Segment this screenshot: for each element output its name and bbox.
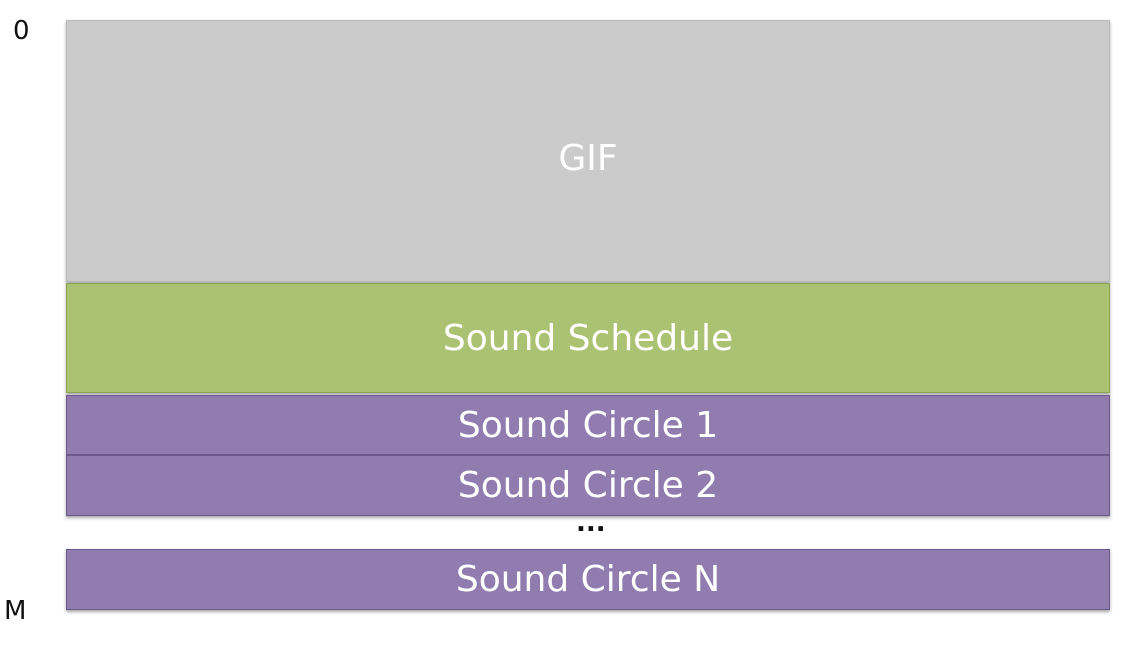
axis-end-label: M: [4, 596, 27, 626]
sound-circle-2-block: Sound Circle 2: [66, 455, 1110, 516]
sound-circle-1-block: Sound Circle 1: [66, 395, 1110, 455]
axis-start-label: 0: [13, 16, 30, 46]
sound-schedule-block: Sound Schedule: [66, 283, 1110, 393]
sound-circle-1-label: Sound Circle 1: [457, 404, 719, 446]
sound-circle-n-label: Sound Circle N: [455, 559, 721, 600]
gif-block-label: GIF: [558, 138, 618, 179]
sound-schedule-label: Sound Schedule: [442, 317, 734, 359]
ellipsis: ...: [576, 508, 606, 538]
sound-circle-n-block: Sound Circle N: [66, 549, 1110, 610]
sound-circle-2-label: Sound Circle 2: [457, 465, 719, 506]
gif-block: GIF: [66, 20, 1110, 282]
